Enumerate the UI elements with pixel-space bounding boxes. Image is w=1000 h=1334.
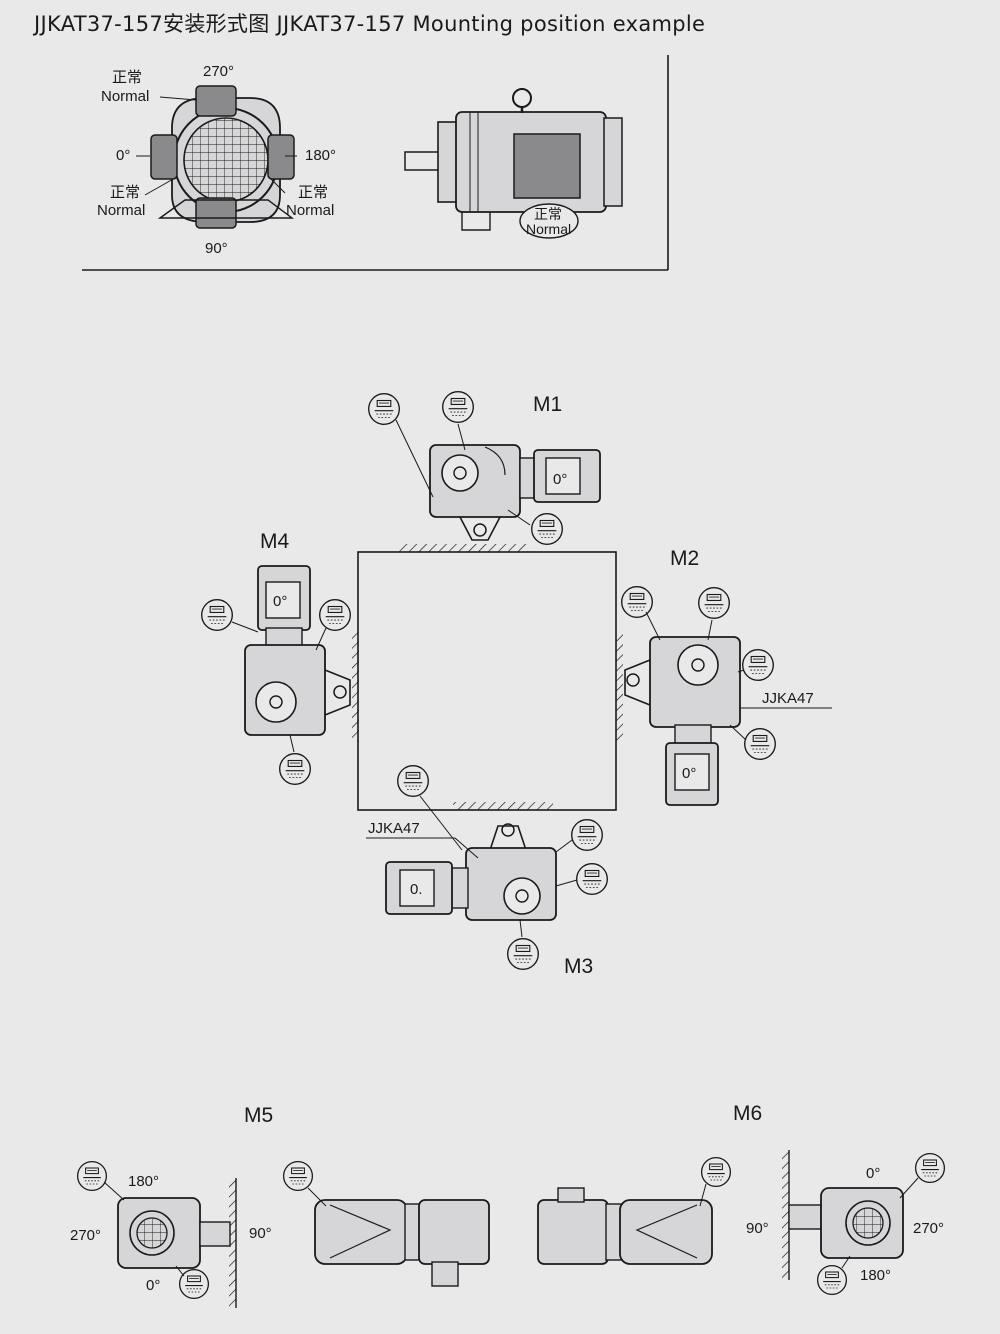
m2-model-label: JJKA47	[762, 690, 814, 707]
mounting-wall-box	[352, 544, 623, 811]
m6-side-view	[537, 1156, 732, 1265]
angle-0-label: 0°	[116, 147, 130, 164]
m5-angle-0: 0°	[146, 1277, 160, 1294]
motor-side-view: 正常 Normal	[404, 88, 623, 239]
m5-angle-180: 180°	[128, 1173, 159, 1190]
angle-270-label: 270°	[203, 63, 234, 80]
m2-motor-label: 0°	[682, 765, 696, 782]
position-m4-label: M4	[260, 530, 289, 553]
angle-180-label: 180°	[305, 147, 336, 164]
normal-en-label-right: Normal	[286, 202, 334, 219]
m6-angle-90: 90°	[746, 1220, 769, 1237]
motor-front-view: 正常 Normal 270° 0° 180° 90° 正常 Normal 正常 …	[97, 63, 336, 257]
m6-gearmotor: M6 0° 270° 90° 180°	[733, 1102, 946, 1296]
m2-gearmotor: 0° M2 JJKA47	[621, 547, 832, 806]
normal-en-label-side: Normal	[526, 221, 571, 237]
normal-cn-label-left: 正常	[110, 184, 140, 201]
position-m3-label: M3	[564, 955, 593, 978]
m6-angle-0: 0°	[866, 1165, 880, 1182]
m3-motor-label: 0.	[410, 881, 423, 898]
m5-side-view	[282, 1160, 490, 1287]
normal-en-label-top: Normal	[101, 88, 149, 105]
m6-angle-270: 270°	[913, 1220, 944, 1237]
position-m2-label: M2	[670, 547, 699, 570]
normal-cn-label-right: 正常	[298, 184, 328, 201]
top-frame	[82, 55, 669, 271]
m1-motor-label: 0°	[553, 471, 567, 488]
m1-gearmotor: 0° M1	[368, 391, 601, 545]
normal-cn-label-top: 正常	[112, 69, 142, 86]
normal-en-label-left: Normal	[97, 202, 145, 219]
m5-angle-270: 270°	[70, 1227, 101, 1244]
m3-gearmotor: 0. M3 JJKA47	[366, 765, 608, 978]
terminal-box-90	[195, 197, 237, 229]
angle-90-label: 90°	[205, 240, 228, 257]
position-m5-label: M5	[244, 1104, 273, 1127]
terminal-box-0	[150, 134, 178, 180]
m4-gearmotor: 0° M4	[201, 530, 351, 785]
terminal-box-270	[195, 85, 237, 117]
terminal-box-180	[267, 134, 295, 180]
position-m6-label: M6	[733, 1102, 762, 1125]
normal-cn-label-side: 正常	[534, 206, 562, 222]
m6-angle-180: 180°	[860, 1267, 891, 1284]
m5-angle-90: 90°	[249, 1225, 272, 1242]
m4-motor-label: 0°	[273, 593, 287, 610]
page-title: JJKAT37-157安装形式图 JJKAT37-157 Mounting po…	[34, 12, 706, 36]
m3-model-label: JJKA47	[368, 820, 420, 837]
m5-gearmotor: M5 180° 270° 0° 90°	[70, 1104, 273, 1308]
position-m1-label: M1	[533, 393, 562, 416]
